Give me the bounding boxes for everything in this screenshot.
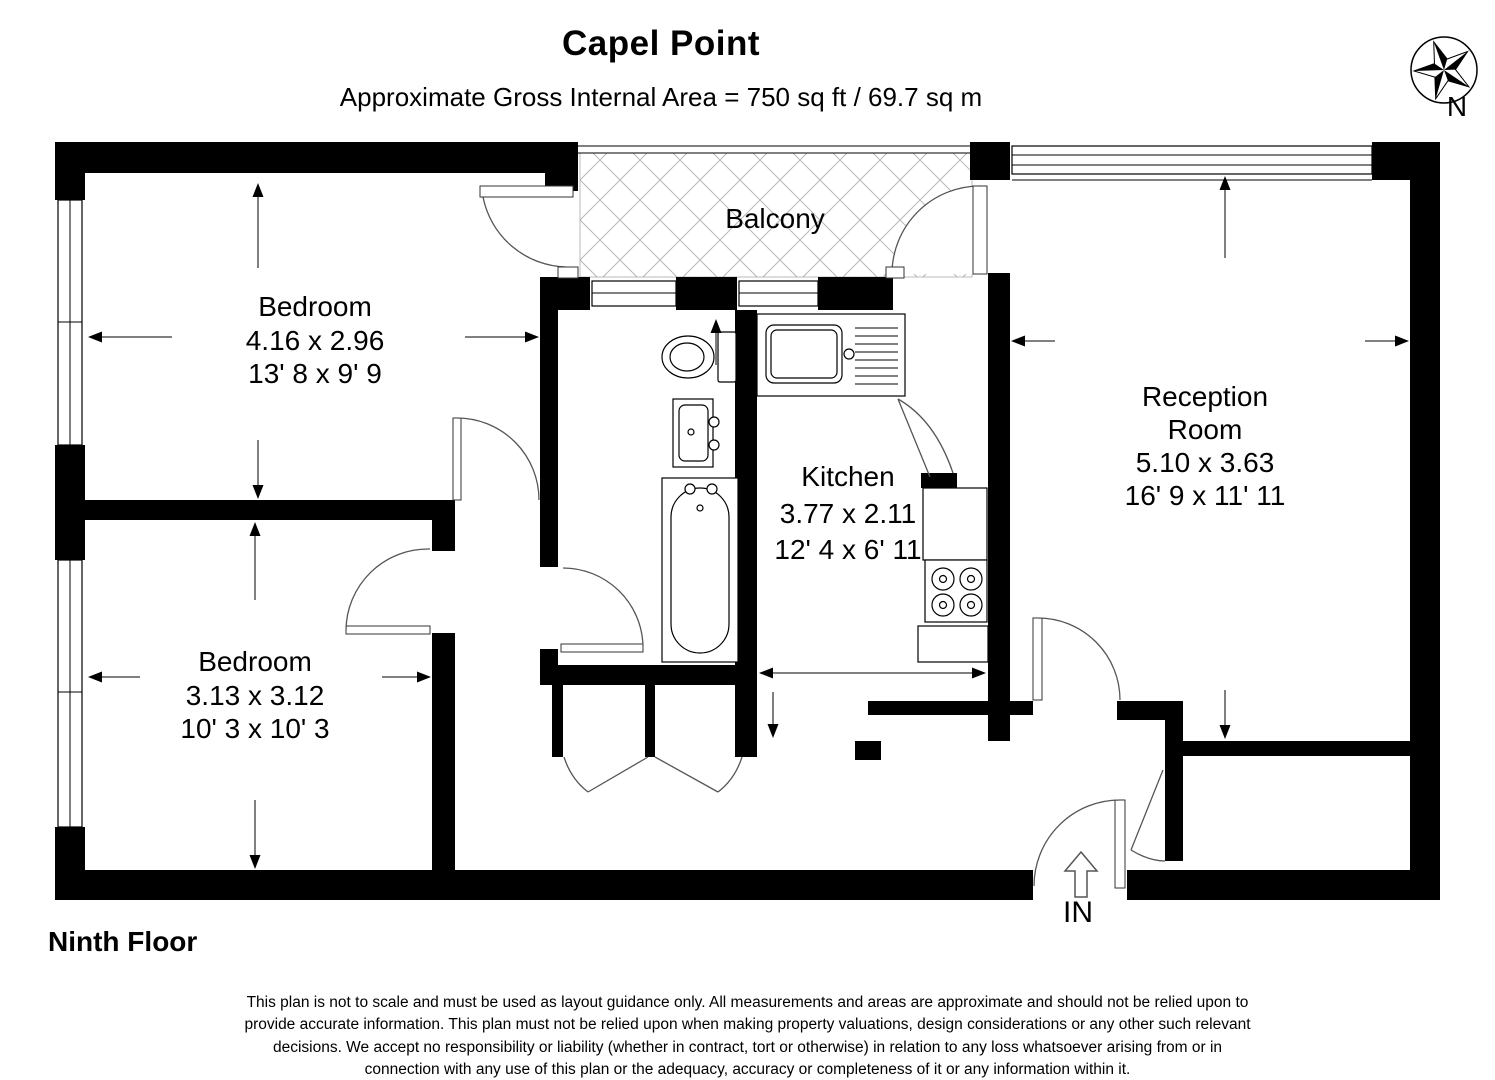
wall-segment [1117,701,1165,720]
wall-segment [676,277,737,310]
dimension-arrow [252,440,264,499]
wall-segment [540,277,590,310]
disclaimer-line: This plan is not to scale and must be us… [246,994,1249,1011]
wall-segment [432,633,455,870]
dimension-arrow [1219,176,1231,258]
doors [345,185,1166,889]
wall-segment [818,277,893,310]
dimension-arrow [1011,335,1055,347]
wall-segment [552,685,563,757]
wall-segment [988,273,1010,741]
wall-segment [85,500,455,520]
disclaimer-line: provide accurate information. This plan … [244,1016,1251,1034]
hob-icon [924,559,988,623]
disclaimer-line: decisions. We accept no responsibility o… [272,1038,1223,1056]
wall-segment [55,142,578,173]
compass-icon [1410,36,1478,104]
wall-segment [735,310,757,757]
svg-text:16' 9 x 11' 11: 16' 9 x 11' 11 [1125,480,1286,511]
dimension-arrows [88,176,1409,869]
walls [55,142,1440,900]
dimension-arrow [249,522,261,600]
kitchen-unit [917,625,989,663]
toilet-icon [661,331,737,383]
bathtub-icon [661,477,739,663]
svg-text:Balcony: Balcony [725,203,825,234]
wall-segment [1165,701,1183,861]
cupboard-doors [563,756,743,793]
svg-text:13' 8 x 9' 9: 13' 8 x 9' 9 [248,358,382,389]
wall-segment [868,701,1033,715]
svg-text:5.10 x 3.63: 5.10 x 3.63 [1136,447,1275,478]
wall-segment [855,741,881,760]
window [57,199,83,446]
dimension-arrow [249,800,261,869]
page-title: Capel Point [561,24,761,63]
dimension-arrow [759,667,986,679]
dimension-arrow [252,183,264,268]
bedroom2-label: Bedroom 3.13 x 3.12 10' 3 x 10' 3 [180,646,329,744]
entrance-in-label: IN [1063,896,1093,929]
kitchen-cupboard-door [897,398,954,478]
wall-segment [1410,142,1440,900]
disclaimer-line: connection with any use of this plan or … [364,1060,1131,1078]
wall-segment [1127,870,1440,900]
bedroom1-label: Bedroom 4.16 x 2.96 13' 8 x 9' 9 [246,291,385,389]
dimension-arrow [465,331,539,343]
washbasin-icon [672,398,720,468]
reception-label: Reception Room 5.10 x 3.63 16' 9 x 11' 1… [1125,381,1286,511]
dimension-arrow [88,671,140,683]
window [738,280,819,307]
bathroom-door [560,567,644,653]
windows [57,145,1373,828]
svg-text:12' 4 x 6' 11: 12' 4 x 6' 11 [774,534,921,565]
svg-text:3.13 x 3.12: 3.13 x 3.12 [186,680,325,711]
fixtures [661,313,989,663]
storage-door [1130,769,1166,862]
dimension-arrow [382,671,431,683]
svg-text:3.77 x 2.11: 3.77 x 2.11 [780,498,916,529]
svg-text:Kitchen: Kitchen [801,461,894,492]
wall-segment [55,870,1033,900]
disclaimer: This plan is not to scale and must be us… [75,992,1420,1080]
wall-segment [540,310,558,567]
area-subtitle: Approximate Gross Internal Area = 750 sq… [339,82,983,112]
window [57,559,83,828]
compass-north-label: N [1447,91,1467,122]
floor-level-label: Ninth Floor [48,926,198,957]
dimension-arrow [767,692,779,738]
entrance-arrow-icon [1063,850,1099,898]
wall-segment [970,142,1010,180]
kitchen-unit [922,487,988,561]
reception-door [1032,617,1121,701]
header: Capel Point Approximate Gross Internal A… [0,0,1322,113]
wall-segment [1183,741,1410,756]
dimension-arrow [88,331,172,343]
svg-text:4.16 x 2.96: 4.16 x 2.96 [246,325,385,356]
svg-text:Bedroom: Bedroom [258,291,372,322]
window [1011,145,1373,181]
balcony-door-left [479,185,579,279]
entrance-door [1033,799,1126,889]
svg-text:Reception: Reception [1142,381,1268,412]
svg-text:10' 3 x 10' 3: 10' 3 x 10' 3 [180,713,329,744]
dimension-arrow [1219,690,1231,739]
svg-text:Room: Room [1168,414,1243,445]
wall-segment [540,665,757,685]
wall-segment [55,445,85,560]
kitchen-label: Kitchen 3.77 x 2.11 12' 4 x 6' 11 [774,461,921,565]
dimension-arrow [710,319,722,365]
bedroom1-door [452,417,540,501]
window [591,280,677,307]
wall-segment [432,520,455,551]
balcony-label: Balcony [725,203,825,234]
balcony-door-right [885,185,988,279]
svg-text:Bedroom: Bedroom [198,646,312,677]
dimension-arrow [1365,335,1409,347]
bedroom2-door [345,548,431,635]
wall-segment [921,473,957,488]
kitchen-sink-icon [756,313,906,397]
wall-segment [645,685,655,757]
